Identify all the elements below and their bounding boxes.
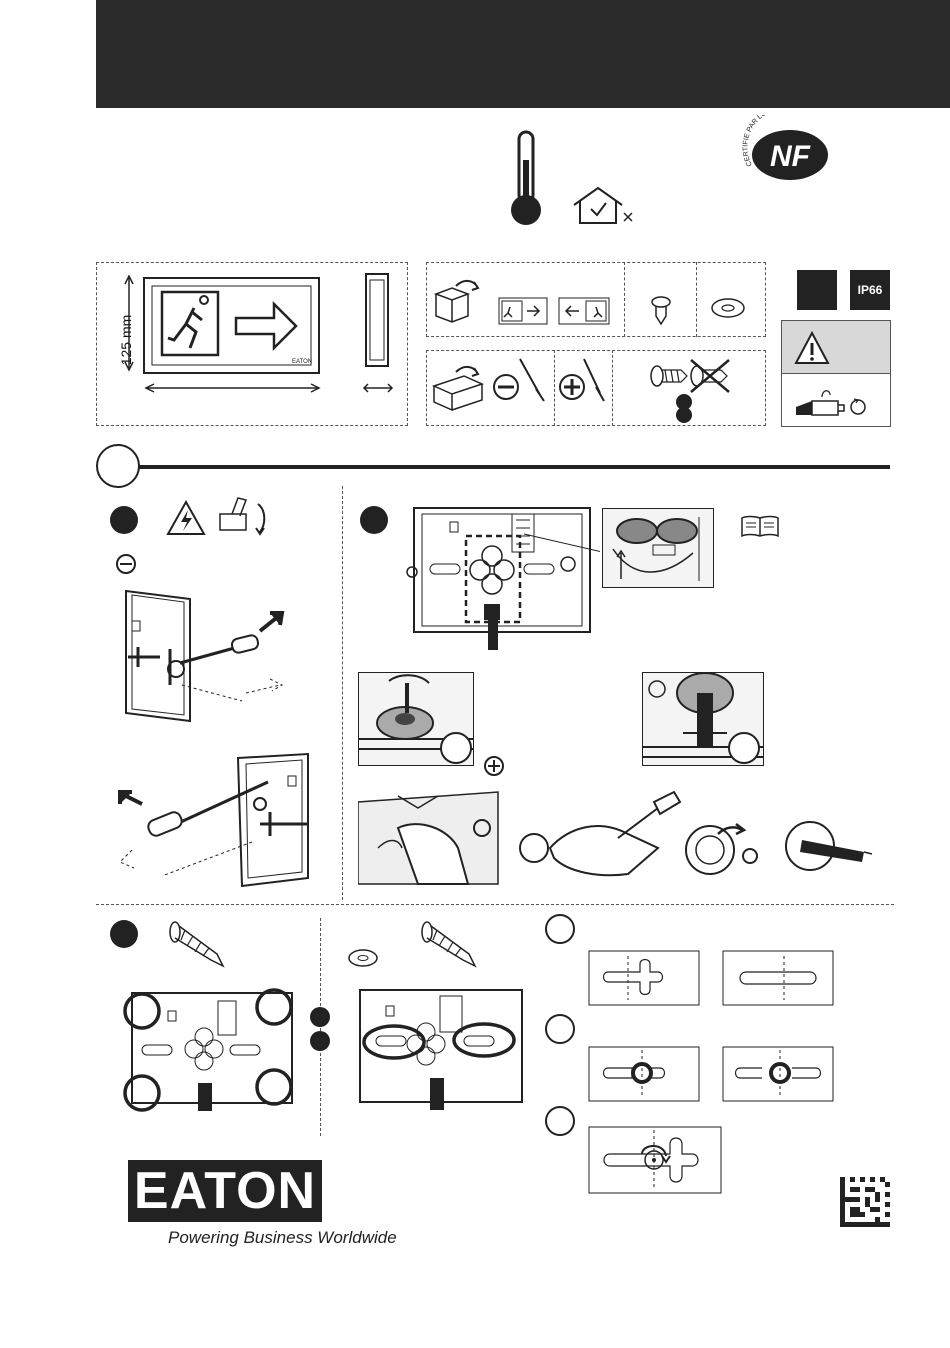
- washer-and-screw-icon: [345, 920, 485, 975]
- datamatrix-icon: [840, 1176, 890, 1228]
- open-cover-illustration-1: [120, 585, 300, 725]
- exit-sign-side-view: [358, 272, 398, 397]
- step-ring: [728, 732, 760, 764]
- product-label-mark: EATON: [292, 359, 312, 365]
- battery-icon: [792, 381, 872, 421]
- nf-logo-text: NF: [770, 140, 811, 173]
- cable-gland-detail-photo: [602, 508, 714, 588]
- header-bar: [96, 0, 950, 108]
- phillips-screwdriver-icon: [558, 355, 610, 405]
- flat-screwdriver-icon: [492, 355, 548, 405]
- screws-not-included-icon: [645, 356, 735, 396]
- switch-off-icon: [214, 492, 274, 542]
- step-a-ring: [545, 914, 575, 944]
- keyhole-diagram-5: [588, 1126, 722, 1194]
- exit-pictogram-left-icon: [558, 297, 610, 325]
- warning-header: [782, 321, 890, 374]
- eaton-logo: EATON: [128, 1160, 322, 1222]
- exit-sign-front-view: EATON: [124, 268, 329, 398]
- section-rule: [120, 465, 890, 469]
- step-c-ring: [545, 1106, 575, 1136]
- section-circle: [96, 444, 140, 488]
- mounting-base-2-screws: [350, 982, 530, 1110]
- nf-certification-logo: CERTIFIE PAR LCIE NF: [740, 115, 835, 185]
- manual-book-icon: [740, 514, 780, 538]
- step-b-ring: [545, 1014, 575, 1044]
- flat-blade-symbol: [116, 554, 136, 574]
- exit-pictogram-right-icon: [498, 297, 548, 325]
- thermometer-icon: [506, 130, 546, 230]
- keyhole-diagram-1: [588, 950, 700, 1006]
- warning-icon: [792, 329, 832, 369]
- step-badge: [310, 1031, 330, 1051]
- mounting-screw-icon: [165, 920, 235, 975]
- screw-icon: [650, 296, 672, 326]
- keyhole-diagram-4: [722, 1046, 834, 1102]
- warning-panel: [781, 320, 891, 427]
- step-1-badge: [110, 506, 138, 534]
- step-badge: [310, 1007, 330, 1027]
- washer-icon: [710, 297, 746, 319]
- step-2-badge: [360, 506, 388, 534]
- phillips-symbol: [484, 756, 504, 776]
- mounting-base-4-screws: [118, 985, 298, 1113]
- black-square-marker: [797, 270, 837, 310]
- step-3-badge: [110, 920, 138, 948]
- step-badge: [676, 407, 692, 423]
- open-box-icon: [432, 278, 482, 326]
- brand-tagline: Powering Business Worldwide: [168, 1228, 397, 1248]
- step-ring: [440, 732, 472, 764]
- keyhole-diagram-2: [722, 950, 834, 1006]
- keyhole-diagram-3: [588, 1046, 700, 1102]
- open-cover-illustration-2: [112, 752, 312, 892]
- toolbox-icon: [430, 362, 490, 412]
- knockout-removal-illustrations: [358, 788, 888, 888]
- electric-hazard-icon: [166, 500, 206, 536]
- indoor-house-icon: [570, 185, 640, 227]
- base-wiring-illustration: [400, 500, 600, 650]
- ip-rating-badge: IP66: [850, 270, 890, 310]
